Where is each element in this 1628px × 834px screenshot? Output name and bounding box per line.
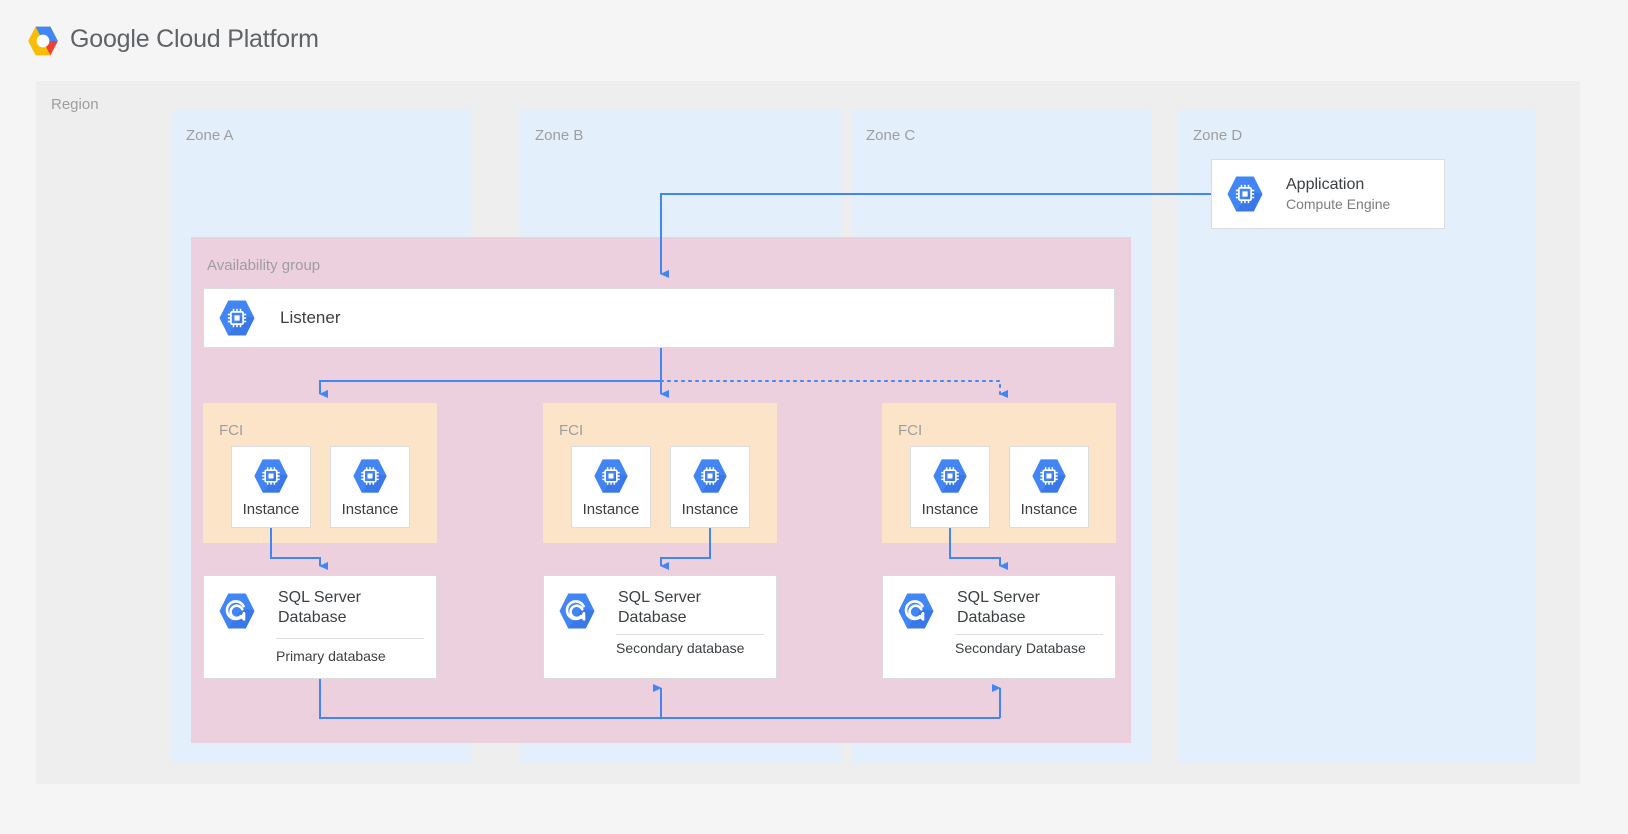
application-subtitle: Compute Engine [1286, 195, 1391, 212]
google-cloud-hexagon-logo-icon [28, 26, 58, 56]
compute-engine-icon [594, 459, 628, 493]
sql-server-database-icon [559, 593, 595, 629]
database-a-title: SQL Server Database [278, 589, 361, 626]
sql-server-database-icon [898, 593, 934, 629]
database-a-divider [276, 638, 424, 639]
instance-card-b2[interactable]: Instance [670, 446, 750, 528]
compute-engine-icon [933, 459, 967, 493]
database-b-title: SQL Server Database [618, 589, 701, 626]
logo-text-cloud-platform: Cloud Platform [149, 25, 319, 53]
database-b-header: SQL Server Database [544, 576, 776, 632]
zone-a-label: Zone A [186, 127, 234, 144]
region-label: Region [51, 96, 99, 113]
instance-card-a2[interactable]: Instance [330, 446, 410, 528]
database-c-title: SQL Server Database [957, 589, 1040, 626]
application-card[interactable]: Application Compute Engine [1211, 159, 1445, 229]
page-title: Google Cloud Platform [70, 25, 319, 54]
instance-c2-label: Instance [1020, 501, 1078, 518]
instance-a2-label: Instance [341, 501, 399, 518]
application-text-block: Application Compute Engine [1286, 175, 1390, 214]
database-b-role: Secondary database [616, 640, 745, 656]
zone-b-label: Zone B [535, 127, 584, 144]
instance-card-c1[interactable]: Instance [910, 446, 990, 528]
instance-c1-label: Instance [921, 501, 979, 518]
instance-b2-label: Instance [681, 501, 739, 518]
instance-b1-label: Instance [582, 501, 640, 518]
database-c-header: SQL Server Database [883, 576, 1115, 632]
instance-card-c2[interactable]: Instance [1009, 446, 1089, 528]
zone-d-label: Zone D [1193, 127, 1243, 144]
logo-text-google: Google [70, 25, 150, 53]
compute-engine-icon [1032, 459, 1066, 493]
sql-server-database-icon [219, 593, 255, 629]
database-card-b[interactable]: SQL Server Database Secondary database [543, 575, 777, 679]
database-b-divider [616, 634, 764, 635]
database-card-c[interactable]: SQL Server Database Secondary Database [882, 575, 1116, 679]
database-c-divider [955, 634, 1103, 635]
database-card-a[interactable]: SQL Server Database Primary database [203, 575, 437, 679]
compute-engine-icon [693, 459, 727, 493]
fci-b-label: FCI [559, 422, 584, 439]
compute-engine-icon [219, 300, 255, 336]
fci-c-label: FCI [898, 422, 923, 439]
database-a-header: SQL Server Database [204, 576, 436, 632]
page-header: Google Cloud Platform [0, 0, 1628, 76]
fci-a-label: FCI [219, 422, 244, 439]
instance-card-b1[interactable]: Instance [571, 446, 651, 528]
instance-card-a1[interactable]: Instance [231, 446, 311, 528]
availability-group-label: Availability group [207, 257, 321, 274]
database-a-role: Primary database [276, 648, 386, 664]
compute-engine-icon [1227, 176, 1263, 212]
listener-label: Listener [280, 308, 341, 327]
database-c-role: Secondary Database [955, 640, 1086, 656]
compute-engine-icon [254, 459, 288, 493]
compute-engine-icon [353, 459, 387, 493]
listener-card[interactable]: Listener [203, 288, 1115, 348]
application-title: Application [1286, 175, 1365, 193]
instance-a1-label: Instance [242, 501, 300, 518]
zone-c-label: Zone C [866, 127, 916, 144]
